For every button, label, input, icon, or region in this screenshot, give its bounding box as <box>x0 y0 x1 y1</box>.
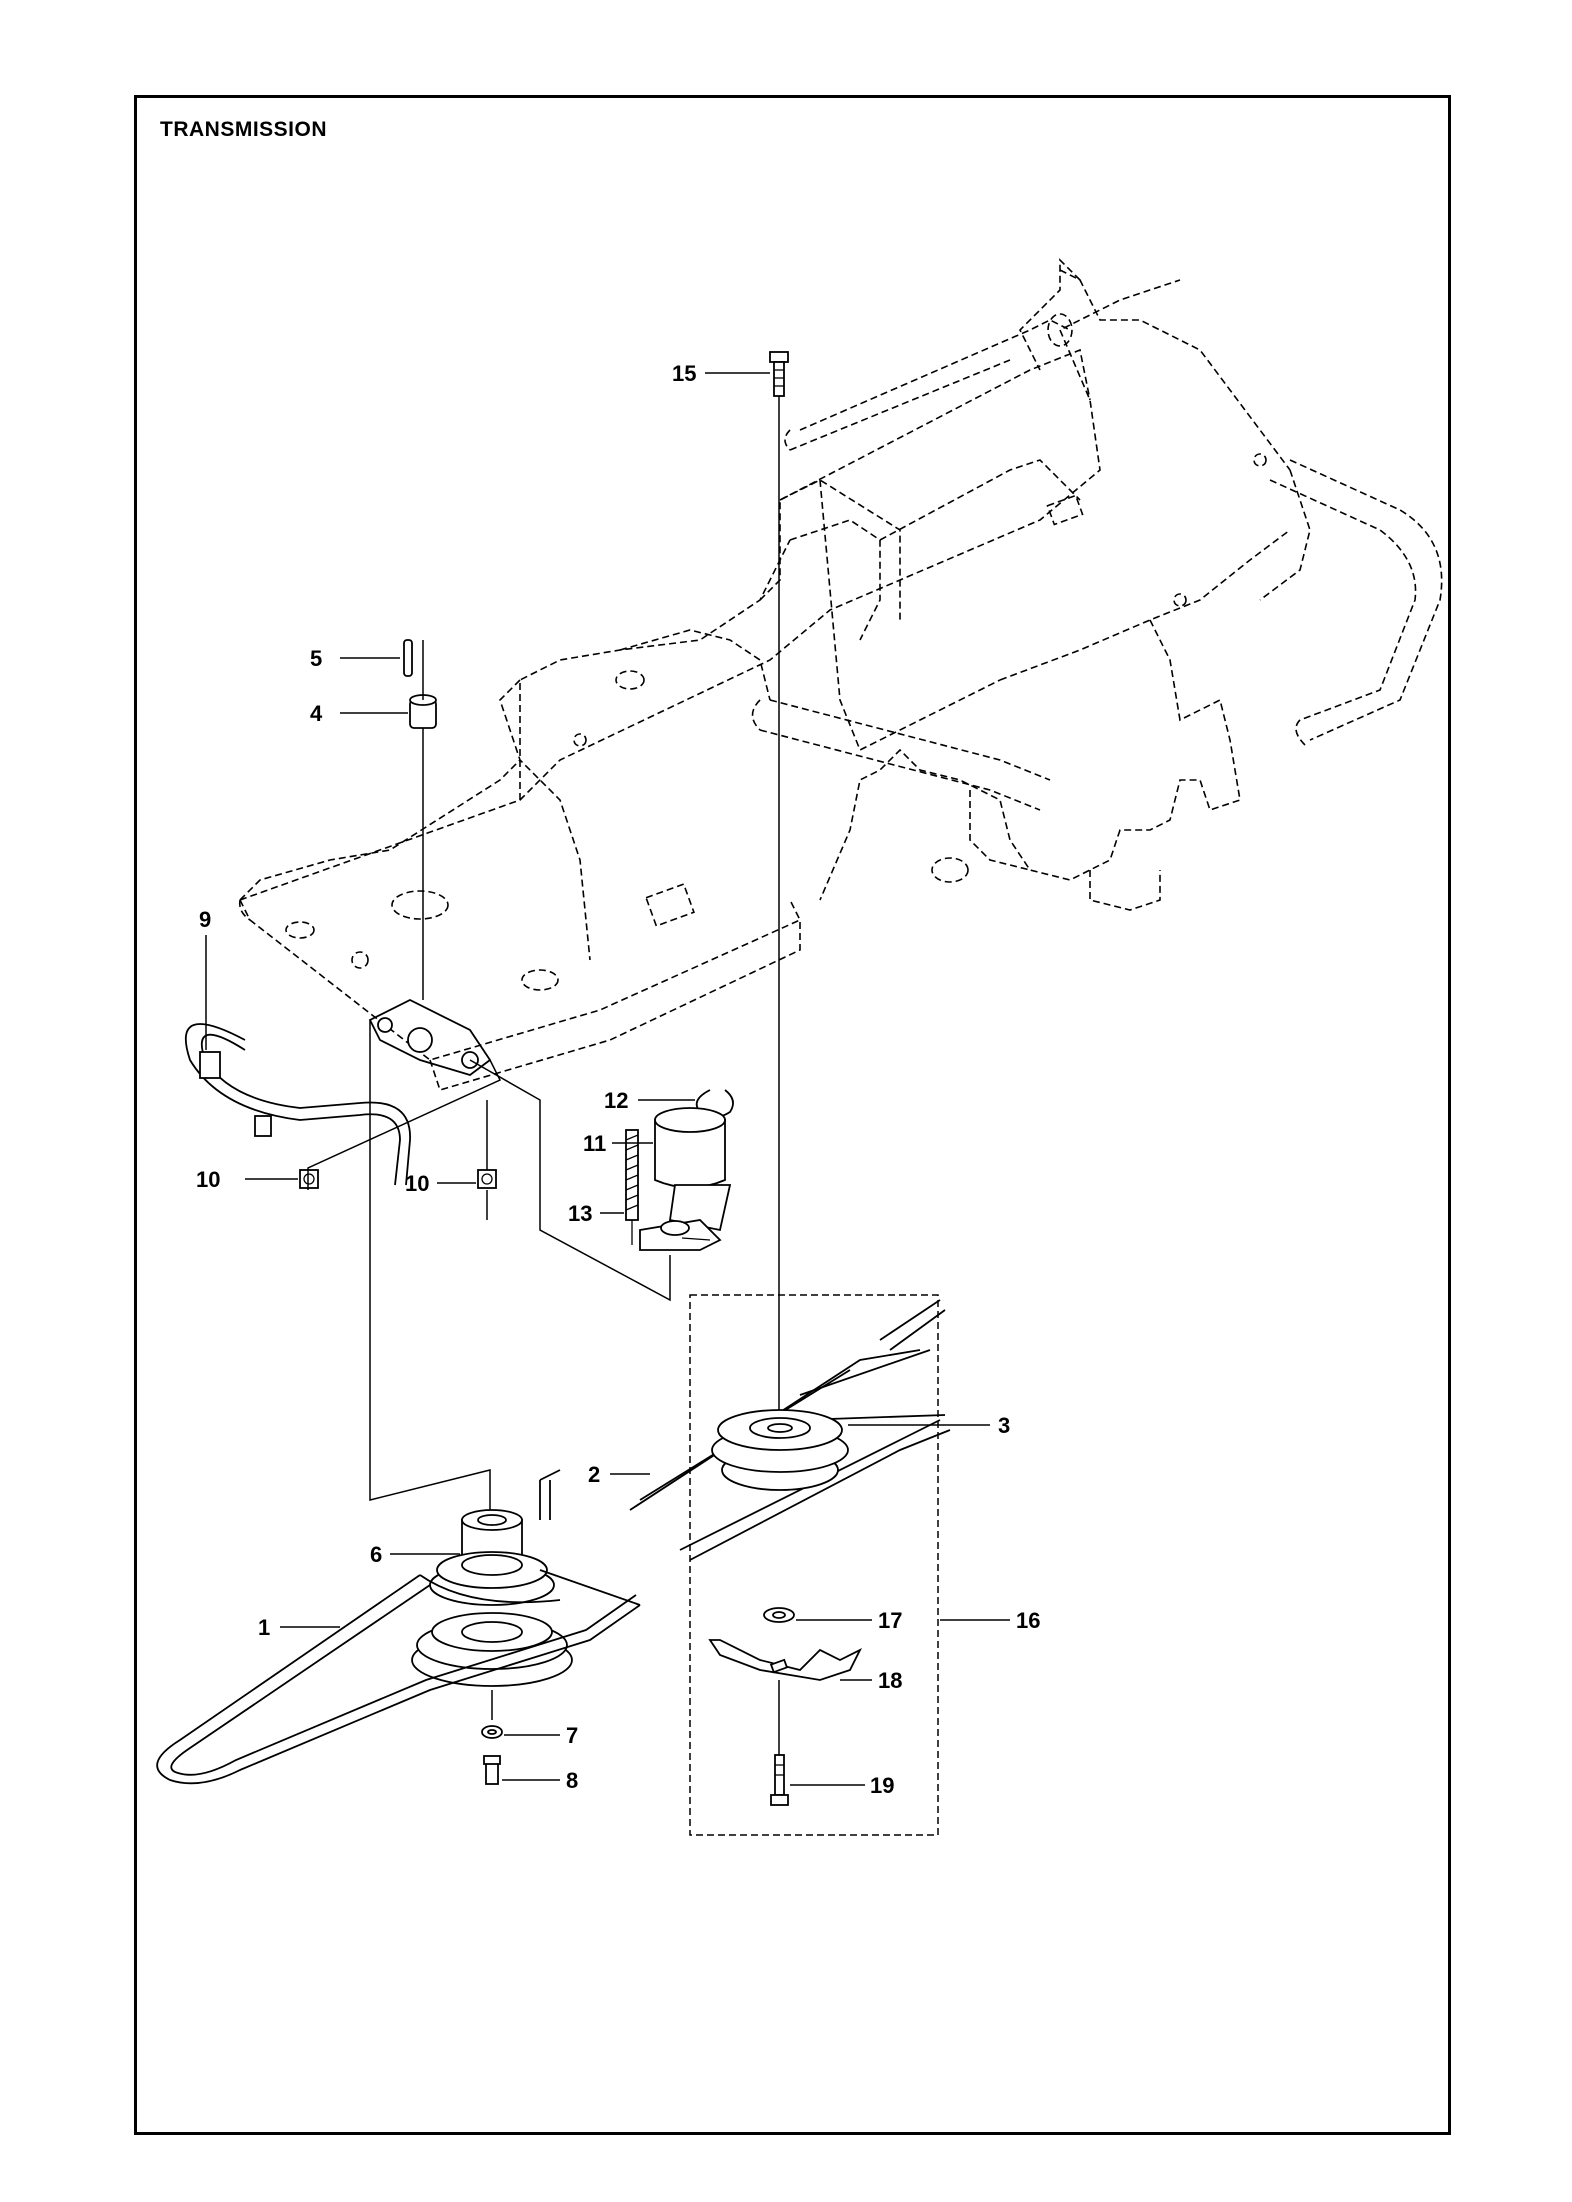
part-10-nut-center <box>477 1169 497 1189</box>
callout-3: 3 <box>998 1413 1010 1438</box>
part-19-bolt <box>770 1754 789 1806</box>
part-17-washer <box>763 1607 795 1623</box>
callout-19: 19 <box>870 1773 894 1798</box>
callout-5: 5 <box>310 646 322 671</box>
part-7-washer <box>481 1725 503 1739</box>
callout-4: 4 <box>310 701 323 726</box>
part-13-spring <box>625 1129 639 1245</box>
part-11-idler-arm <box>639 1107 732 1251</box>
part-18-plate <box>708 1639 863 1681</box>
part-1-belt <box>156 1569 641 1785</box>
part-5-pin <box>403 639 413 677</box>
callout-17: 17 <box>878 1608 902 1633</box>
callout-11: 11 <box>583 1131 606 1156</box>
idler-bracket <box>368 998 492 1076</box>
part-9-rod <box>184 1023 411 1186</box>
chassis-frame <box>238 258 1443 1091</box>
callout-leaders <box>205 372 1010 1786</box>
callout-16: 16 <box>1016 1608 1040 1633</box>
part-3-idler-pulley <box>711 1409 849 1491</box>
callout-10-left: 10 <box>196 1167 220 1192</box>
callout-labels: 15 5 4 9 10 10 12 11 13 2 3 6 1 17 16 18… <box>196 361 1040 1798</box>
callout-7: 7 <box>566 1723 578 1748</box>
page-title: TRANSMISSION <box>160 118 328 141</box>
callout-18: 18 <box>878 1668 902 1693</box>
part-10-nut-left <box>299 1169 319 1189</box>
callout-1: 1 <box>258 1615 270 1640</box>
callout-13: 13 <box>568 1201 592 1226</box>
diagram-border <box>134 95 1451 2135</box>
callout-15: 15 <box>672 361 696 386</box>
callout-2: 2 <box>588 1462 600 1487</box>
callout-10-center: 10 <box>405 1171 429 1196</box>
callout-9: 9 <box>199 907 211 932</box>
upper-drive-pulley <box>429 1551 555 1606</box>
part-15-bolt <box>769 351 789 397</box>
callout-8: 8 <box>566 1768 578 1793</box>
callout-12: 12 <box>604 1088 628 1113</box>
part-16-kit-boundary <box>689 1294 939 1836</box>
part-8-bolt <box>483 1755 501 1785</box>
callout-6: 6 <box>370 1542 382 1567</box>
lower-drive-pulley <box>411 1612 573 1687</box>
